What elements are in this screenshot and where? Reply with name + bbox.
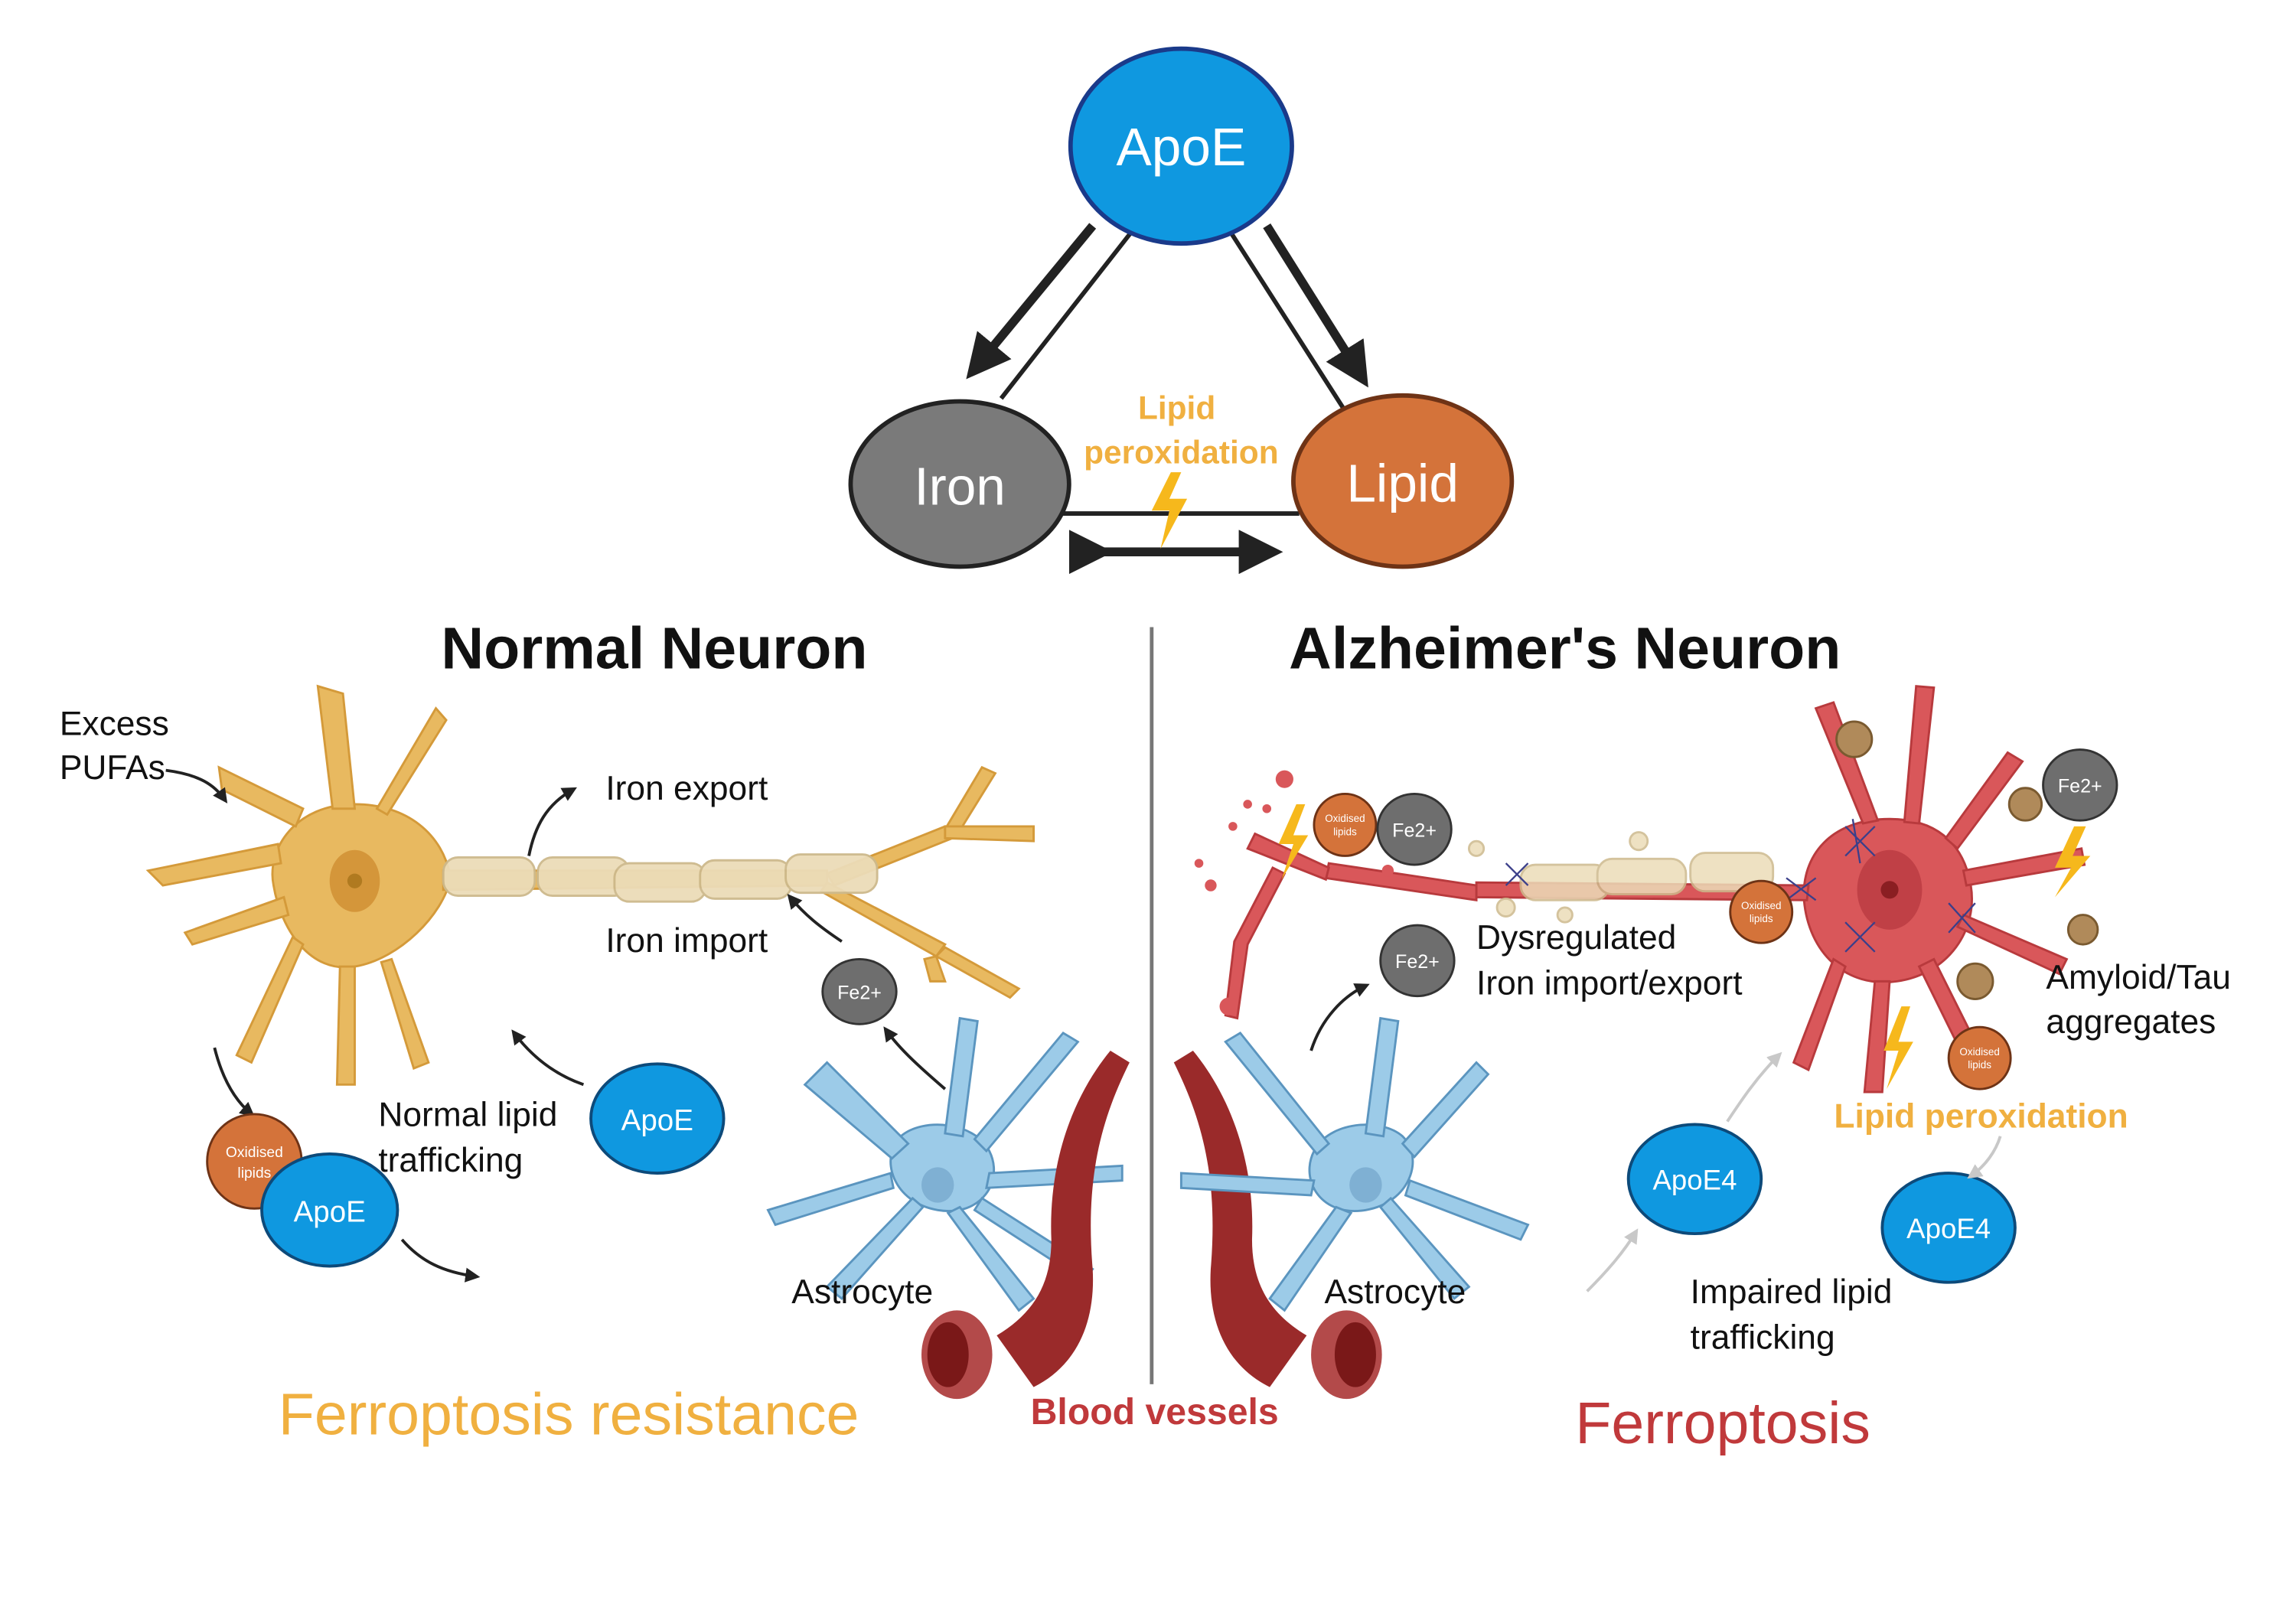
iron-export-label: Iron export xyxy=(605,770,768,807)
oxidised-lipids-soma-line1: Oxidised xyxy=(1741,900,1781,911)
normal-neuron-title: Normal Neuron xyxy=(441,616,867,682)
blood-vessels-label: Blood vessels xyxy=(1031,1391,1279,1433)
arrow-apoe-to-iron xyxy=(966,223,1097,380)
fe2-axon-label: Fe2+ xyxy=(1392,820,1437,841)
fe2-ion-mid xyxy=(1379,924,1456,998)
astrocyte-left-label: Astrocyte xyxy=(791,1273,933,1311)
apoe-iron-lipid-triangle: ApoE Iron Lipid Lipid peroxidation xyxy=(848,46,1515,575)
oxidised-lipids-dendrite-line2: lipids xyxy=(1968,1059,1991,1071)
fe2-mid-label: Fe2+ xyxy=(1395,951,1440,973)
lipid-node xyxy=(1291,393,1515,569)
apoe4-left-label: ApoE4 xyxy=(1652,1164,1737,1195)
normal-neuron-nucleolus xyxy=(347,873,363,888)
astrocyte-right-label: Astrocyte xyxy=(1324,1273,1466,1311)
oxidised-lipids-left-line1: Oxidised xyxy=(226,1145,283,1161)
normal-neuron-panel: Normal Neuron xyxy=(60,616,1130,1447)
arrow-apoe4-to-neuron xyxy=(1726,1051,1782,1123)
fe2-soma-label: Fe2+ xyxy=(2058,776,2102,797)
apoe-right-label: ApoE xyxy=(621,1104,693,1137)
normal-lipid-line1: Normal lipid xyxy=(378,1096,557,1133)
myelin-sheaths xyxy=(442,853,879,903)
line-apoe-iron xyxy=(999,227,1136,400)
apoe4-left xyxy=(1626,1123,1763,1236)
arrow-apoe-to-neuron xyxy=(511,1029,585,1087)
apoe-right xyxy=(589,1062,726,1175)
oxidised-lipids-dendrite xyxy=(1947,1025,2012,1090)
oxidised-lipids-soma xyxy=(1729,879,1794,944)
fragmented-axon xyxy=(1194,770,1422,892)
excess-pufas-line1: Excess xyxy=(60,705,169,742)
oxidised-lipids-axon xyxy=(1313,793,1378,857)
iron-import-label: Iron import xyxy=(605,922,768,960)
oxidised-lipids-axon-line2: lipids xyxy=(1333,826,1357,837)
arrow-pufas-in xyxy=(165,768,228,804)
lightning-icon-axon xyxy=(1278,804,1309,880)
amyloid-plaques xyxy=(1835,720,2099,1000)
lightning-icon-soma-bottom xyxy=(1883,1006,1913,1090)
tau-tangles xyxy=(1505,819,1976,953)
arrow-fe-dysregulated xyxy=(1309,983,1370,1051)
fe2-ion-axon xyxy=(1376,793,1453,866)
arrow-peroxidation-to-apoe4 xyxy=(1967,1136,2002,1179)
astrocyte-left-icon xyxy=(766,1016,1124,1312)
arrow-to-apoe4-left xyxy=(1586,1228,1639,1292)
astrocyte-left-nucleus xyxy=(921,1167,954,1203)
ferroptosis-resistance-label: Ferroptosis resistance xyxy=(279,1381,859,1447)
oxidised-lipids-soma-line2: lipids xyxy=(1750,913,1773,924)
amyloid-tau-line1: Amyloid/Tau xyxy=(2046,959,2231,996)
arrow-apoe-out xyxy=(400,1238,481,1283)
lipid-peroxidation-label: Lipid peroxidation xyxy=(1834,1097,2128,1135)
arrow-fe-to-neuron xyxy=(883,1026,947,1090)
alzheimers-neuron-nucleolus xyxy=(1880,881,1899,899)
center-label-line1: Lipid xyxy=(1138,390,1215,426)
impaired-lipid-line2: trafficking xyxy=(1691,1319,1835,1357)
apoe-bottom-label: ApoE xyxy=(294,1196,366,1229)
dysregulated-line1: Dysregulated xyxy=(1476,919,1676,957)
oxidised-lipids-axon-line1: Oxidised xyxy=(1325,813,1365,824)
normal-lipid-line2: trafficking xyxy=(378,1142,523,1179)
arrow-iron-export xyxy=(527,787,577,856)
fe2-ion xyxy=(821,957,898,1025)
alzheimers-neuron-icon xyxy=(1224,685,2086,1094)
impaired-lipid-line1: Impaired lipid xyxy=(1691,1273,1893,1311)
axon-fragment-end xyxy=(1219,997,1238,1015)
arrow-apoe-to-lipid xyxy=(1263,223,1368,388)
apoe4-right xyxy=(1880,1172,2017,1284)
apoe-node xyxy=(1068,46,1294,246)
ferroptosis-label: Ferroptosis xyxy=(1575,1390,1870,1456)
lightning-icon xyxy=(1151,472,1188,549)
alzheimers-neuron-title: Alzheimer's Neuron xyxy=(1289,616,1841,682)
apoe-bottom xyxy=(260,1152,400,1268)
oxidised-lipids-dendrite-line1: Oxidised xyxy=(1959,1046,1999,1058)
blood-vessel-left-icon xyxy=(921,1051,1130,1400)
astrocyte-right-nucleus xyxy=(1349,1167,1382,1203)
iron-node-label: Iron xyxy=(914,457,1006,517)
excess-pufas-line2: PUFAs xyxy=(60,749,165,787)
blood-vessel-right-icon xyxy=(1173,1051,1382,1400)
alzheimers-neuron-panel: Alzheimer's Neuron Astrocyte xyxy=(1173,616,2231,1456)
apoe-node-label: ApoE xyxy=(1116,117,1246,177)
lightning-icon-soma-right xyxy=(2054,826,2091,898)
oxidised-lipids-left-line2: lipids xyxy=(237,1165,271,1182)
iron-node xyxy=(848,399,1071,569)
center-label-line2: peroxidation xyxy=(1084,435,1278,471)
amyloid-tau-line2: aggregates xyxy=(2046,1003,2216,1041)
fe2-label: Fe2+ xyxy=(837,983,882,1004)
dysregulated-line2: Iron import/export xyxy=(1476,965,1742,1002)
apoe4-right-label: ApoE4 xyxy=(1906,1213,1991,1244)
lipid-node-label: Lipid xyxy=(1346,454,1459,513)
fe2-ion-soma xyxy=(2042,748,2118,822)
arrow-iron-import xyxy=(787,894,843,943)
astrocyte-right-icon xyxy=(1179,1016,1530,1312)
arrow-to-oxidised-lipids xyxy=(213,1047,255,1117)
